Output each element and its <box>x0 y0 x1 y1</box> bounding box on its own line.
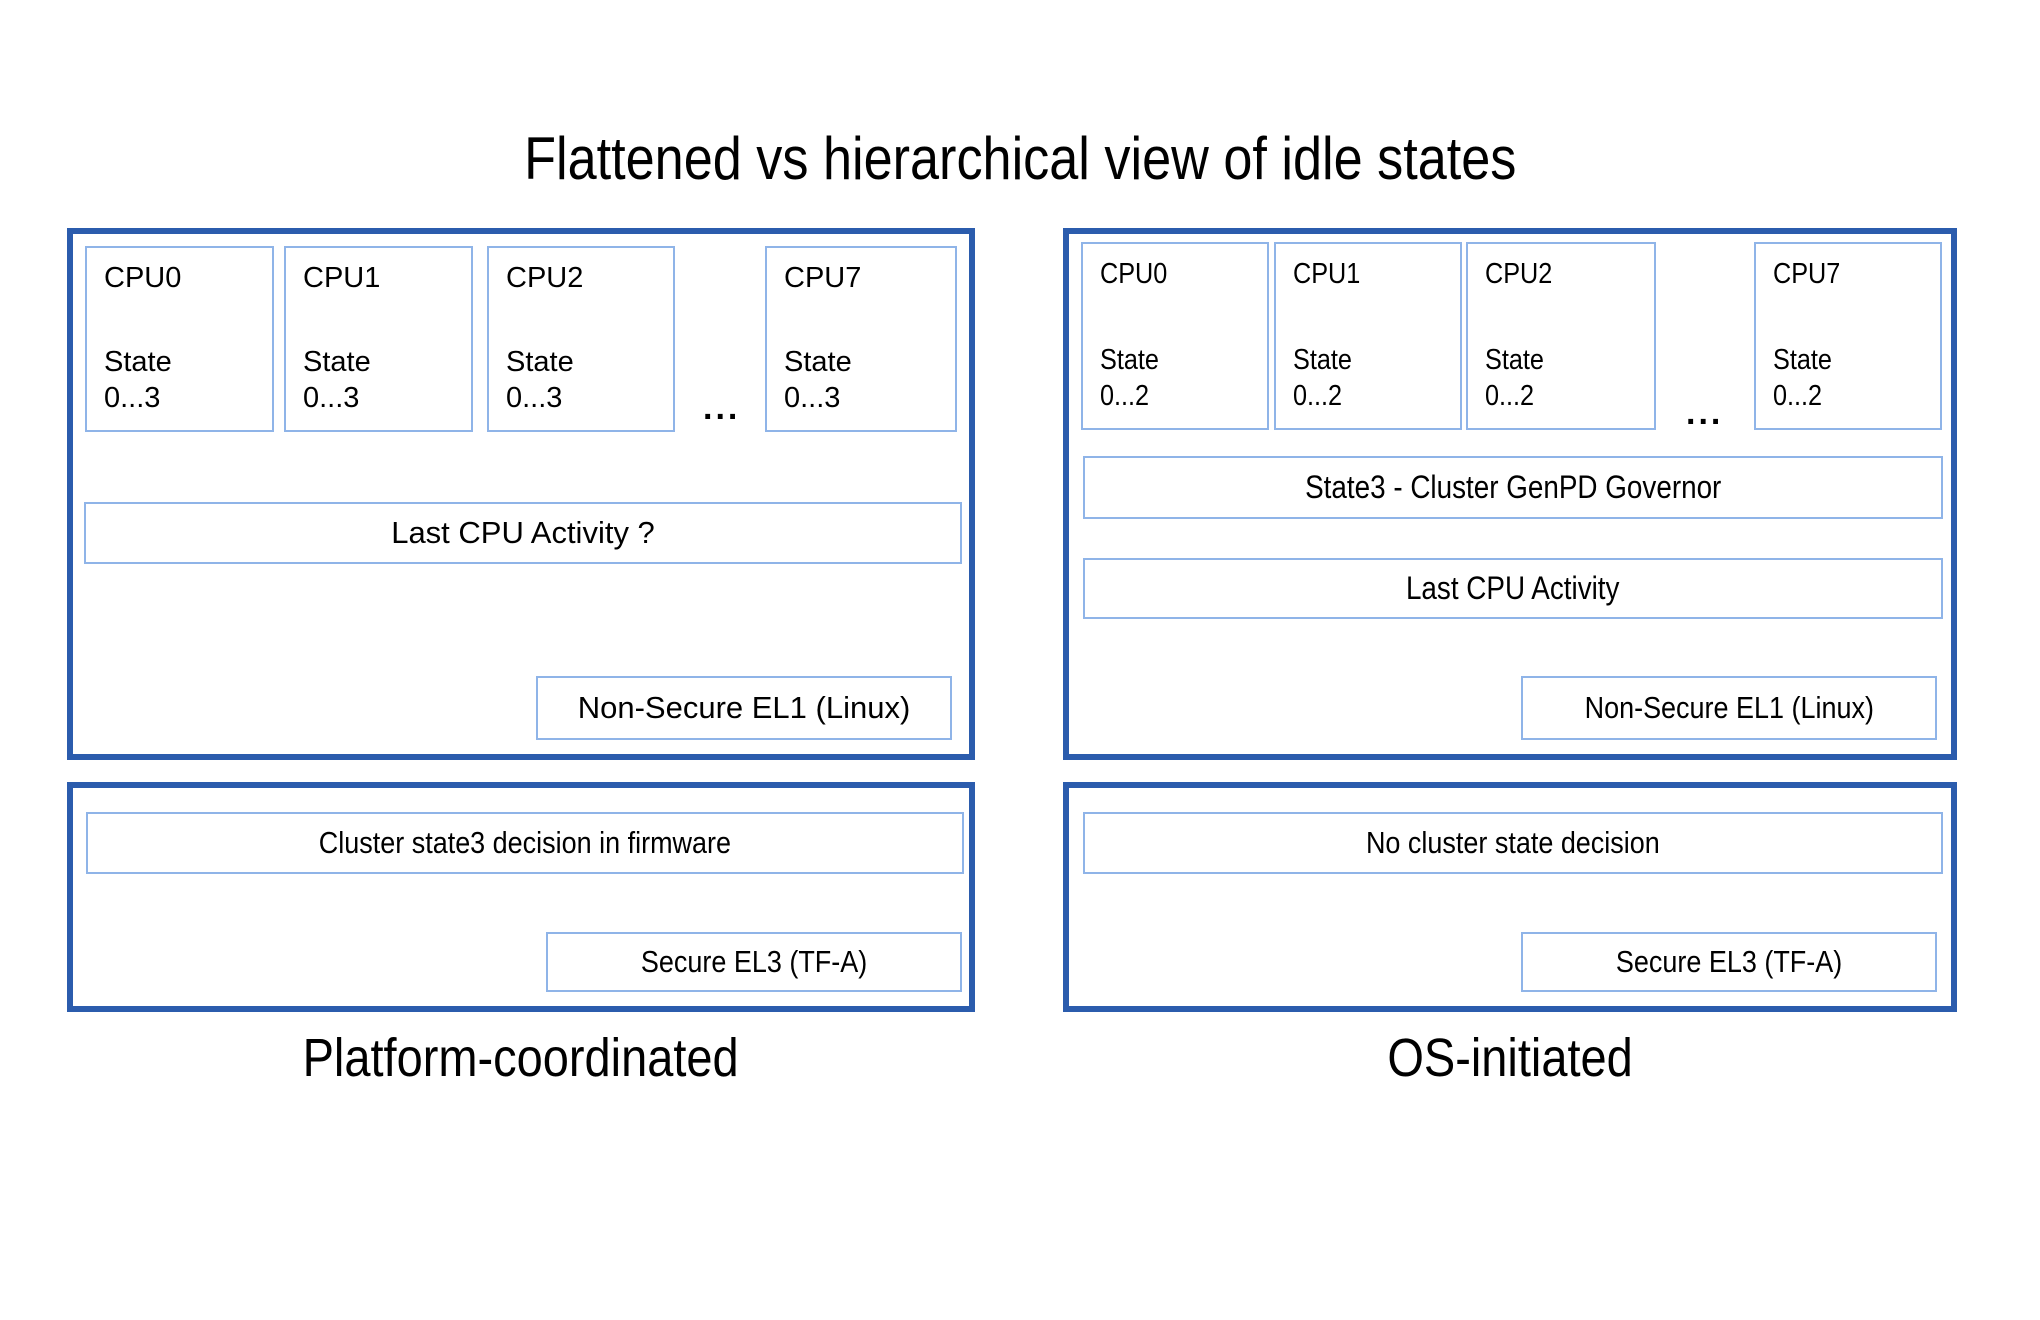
cpu-label: CPU2 <box>1485 258 1553 290</box>
cpu-state-label: State 0...2 <box>1773 344 1832 412</box>
cpu-label: CPU1 <box>303 262 381 294</box>
left-secure-el3-panel: Cluster state3 decision in firmware Secu… <box>67 782 975 1012</box>
right-el1-label-box: Non-Secure EL1 (Linux) <box>1521 676 1937 740</box>
cpu-state-label: State 0...2 <box>1100 344 1159 412</box>
cpu-state-label: State 0...3 <box>104 346 172 414</box>
right-cluster-decision-box: No cluster state decision <box>1083 812 1943 874</box>
left-cpu0-box: CPU0 State 0...3 <box>85 246 274 432</box>
left-caption-platform-coordinated: Platform-coordinated <box>302 1028 740 1088</box>
right-cpu-ellipsis: ... <box>1686 394 1724 432</box>
cpu-label: CPU2 <box>506 262 584 294</box>
cpu-label: CPU1 <box>1293 258 1361 290</box>
cpu-label: CPU0 <box>1100 258 1168 290</box>
right-cpu0-box: CPU0 State 0...2 <box>1081 242 1269 430</box>
right-cpu1-box: CPU1 State 0...2 <box>1274 242 1462 430</box>
left-cpu-ellipsis: ... <box>703 389 741 427</box>
diagram-title: Flattened vs hierarchical view of idle s… <box>0 126 2040 192</box>
cpu-label: CPU7 <box>1773 258 1841 290</box>
right-cpu7-box: CPU7 State 0...2 <box>1754 242 1942 430</box>
left-el1-label-box: Non-Secure EL1 (Linux) <box>536 676 952 740</box>
cpu-label: CPU0 <box>104 262 182 294</box>
left-nonsecure-el1-panel: CPU0 State 0...3 CPU1 State 0...3 CPU2 S… <box>67 228 975 760</box>
cpu-state-label: State 0...2 <box>1293 344 1352 412</box>
left-last-cpu-activity-box: Last CPU Activity ? <box>84 502 962 564</box>
right-last-cpu-activity-box: Last CPU Activity <box>1083 558 1943 619</box>
cpu-state-label: State 0...3 <box>303 346 371 414</box>
right-cpu2-box: CPU2 State 0...2 <box>1466 242 1656 430</box>
right-caption-os-initiated: OS-initiated <box>1387 1028 1633 1088</box>
left-cluster-decision-box: Cluster state3 decision in firmware <box>86 812 964 874</box>
left-cpu2-box: CPU2 State 0...3 <box>487 246 675 432</box>
cpu-state-label: State 0...2 <box>1485 344 1544 412</box>
diagram-title-text: Flattened vs hierarchical view of idle s… <box>523 125 1517 192</box>
right-nonsecure-el1-panel: CPU0 State 0...2 CPU1 State 0...2 CPU2 S… <box>1063 228 1957 760</box>
right-secure-el3-panel: No cluster state decision Secure EL3 (TF… <box>1063 782 1957 1012</box>
right-genpd-governor-box: State3 - Cluster GenPD Governor <box>1083 456 1943 519</box>
cpu-state-label: State 0...3 <box>506 346 574 414</box>
left-el3-label-box: Secure EL3 (TF-A) <box>546 932 962 992</box>
cpu-state-label: State 0...3 <box>784 346 852 414</box>
left-cpu1-box: CPU1 State 0...3 <box>284 246 473 432</box>
cpu-label: CPU7 <box>784 262 862 294</box>
left-cpu7-box: CPU7 State 0...3 <box>765 246 957 432</box>
right-el3-label-box: Secure EL3 (TF-A) <box>1521 932 1937 992</box>
